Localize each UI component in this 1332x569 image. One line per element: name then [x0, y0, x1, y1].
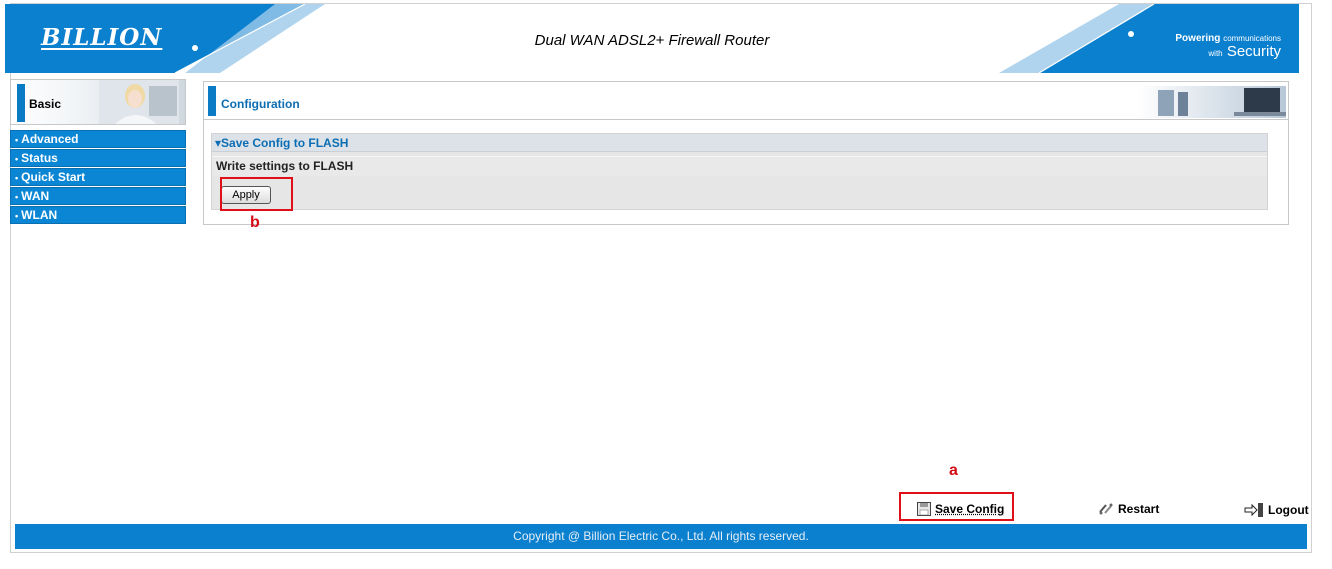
header-banner: BILLION Dual WAN ADSL2+ Firewall Router …	[5, 4, 1299, 73]
copyright-footer: Copyright @ Billion Electric Co., Ltd. A…	[15, 524, 1307, 549]
section-title: Save Config to FLASH	[221, 136, 349, 150]
panel-accent-bar	[208, 86, 216, 116]
save-config-label: Save Config	[935, 502, 1005, 516]
restart-label: Restart	[1118, 502, 1160, 516]
floppy-disk-icon	[917, 502, 931, 516]
user-avatar-image	[99, 80, 179, 124]
apply-button[interactable]: Apply	[221, 186, 271, 204]
header-left-swoosh	[5, 4, 325, 73]
panel-title: Configuration	[221, 97, 300, 111]
header-right-swoosh	[999, 4, 1299, 73]
sidebar-item-status[interactable]: •Status	[10, 149, 186, 167]
sidebar-basic-header[interactable]: Basic	[10, 79, 186, 125]
restart-icon	[1099, 503, 1113, 515]
annotation-box-apply	[220, 177, 293, 211]
configuration-panel: Configuration ▾Save Config to FLASH Writ…	[203, 81, 1289, 225]
logout-button[interactable]: Logout	[1244, 502, 1309, 518]
panel-header: Configuration	[204, 82, 1288, 120]
write-settings-label: Write settings to FLASH	[212, 156, 1267, 176]
brand-tagline: Powering communications with Security	[1175, 33, 1281, 60]
basic-accent-bar	[17, 84, 25, 122]
annotation-box-save-config	[899, 492, 1014, 521]
billion-logo: BILLION	[41, 24, 163, 51]
annotation-label-a: a	[949, 462, 958, 479]
basic-label: Basic	[29, 97, 62, 111]
office-image	[1138, 86, 1286, 118]
annotation-label-b: b	[250, 214, 260, 231]
logout-icon	[1244, 503, 1263, 517]
page-title: Dual WAN ADSL2+ Firewall Router	[534, 32, 770, 49]
sidebar-item-quick-start[interactable]: •Quick Start	[10, 168, 186, 186]
restart-button[interactable]: Restart	[1098, 502, 1159, 516]
sidebar-item-advanced[interactable]: •Advanced	[10, 130, 186, 148]
section-header[interactable]: ▾Save Config to FLASH	[212, 134, 1267, 152]
caret-down-icon: ▾	[215, 136, 222, 150]
sidebar-item-wan[interactable]: •WAN	[10, 187, 186, 205]
sidebar-menu: •Advanced •Status •Quick Start •WAN •WLA…	[10, 130, 186, 225]
save-config-button[interactable]: Save Config	[917, 502, 1004, 516]
save-config-section: ▾Save Config to FLASH Write settings to …	[211, 133, 1268, 210]
sidebar-item-wlan[interactable]: •WLAN	[10, 206, 186, 224]
logout-label: Logout	[1268, 503, 1309, 517]
